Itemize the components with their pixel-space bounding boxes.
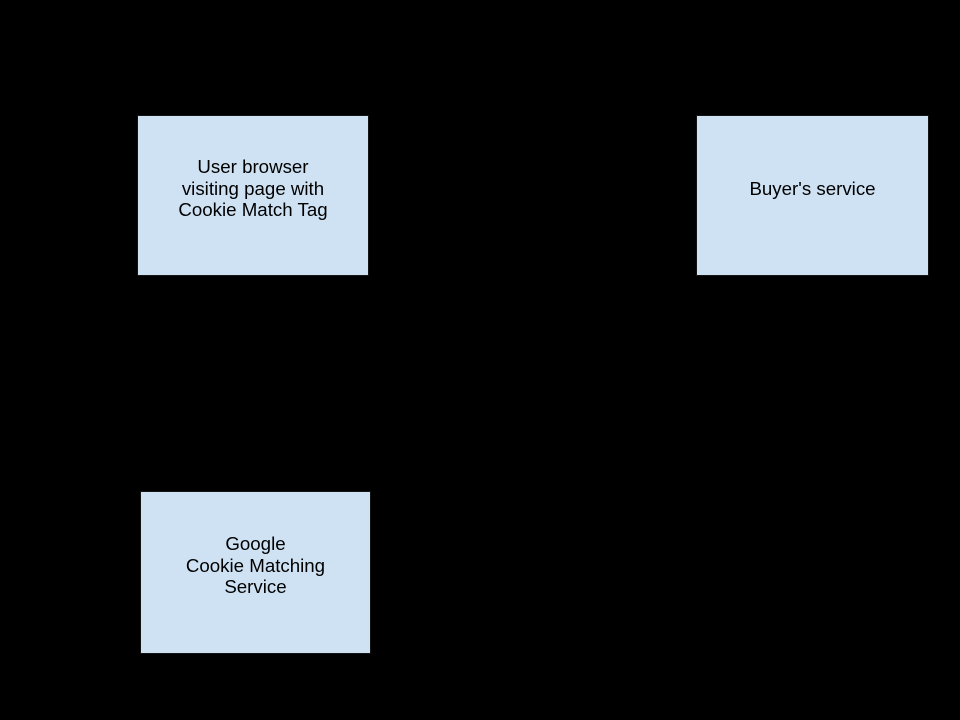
node-buyers-service: Buyer's service [696,115,929,276]
node-label-line: User browser [197,156,309,178]
node-user-browser: User browser visiting page with Cookie M… [137,115,369,276]
node-label-line: Cookie Matching [185,554,326,576]
node-user-browser-label: User browser visiting page with Cookie M… [178,156,327,221]
node-label-line: Google [225,533,286,555]
node-label-line: Service [224,576,287,598]
node-google-cookie-matching-service-label: Google Cookie Matching Service [186,533,325,598]
node-label-line: Buyer's service [749,177,876,199]
node-label-line: visiting page with [181,177,325,199]
node-buyers-service-label: Buyer's service [749,178,875,200]
node-google-cookie-matching-service: Google Cookie Matching Service [140,491,371,654]
node-label-line: Cookie Match Tag [178,199,328,221]
